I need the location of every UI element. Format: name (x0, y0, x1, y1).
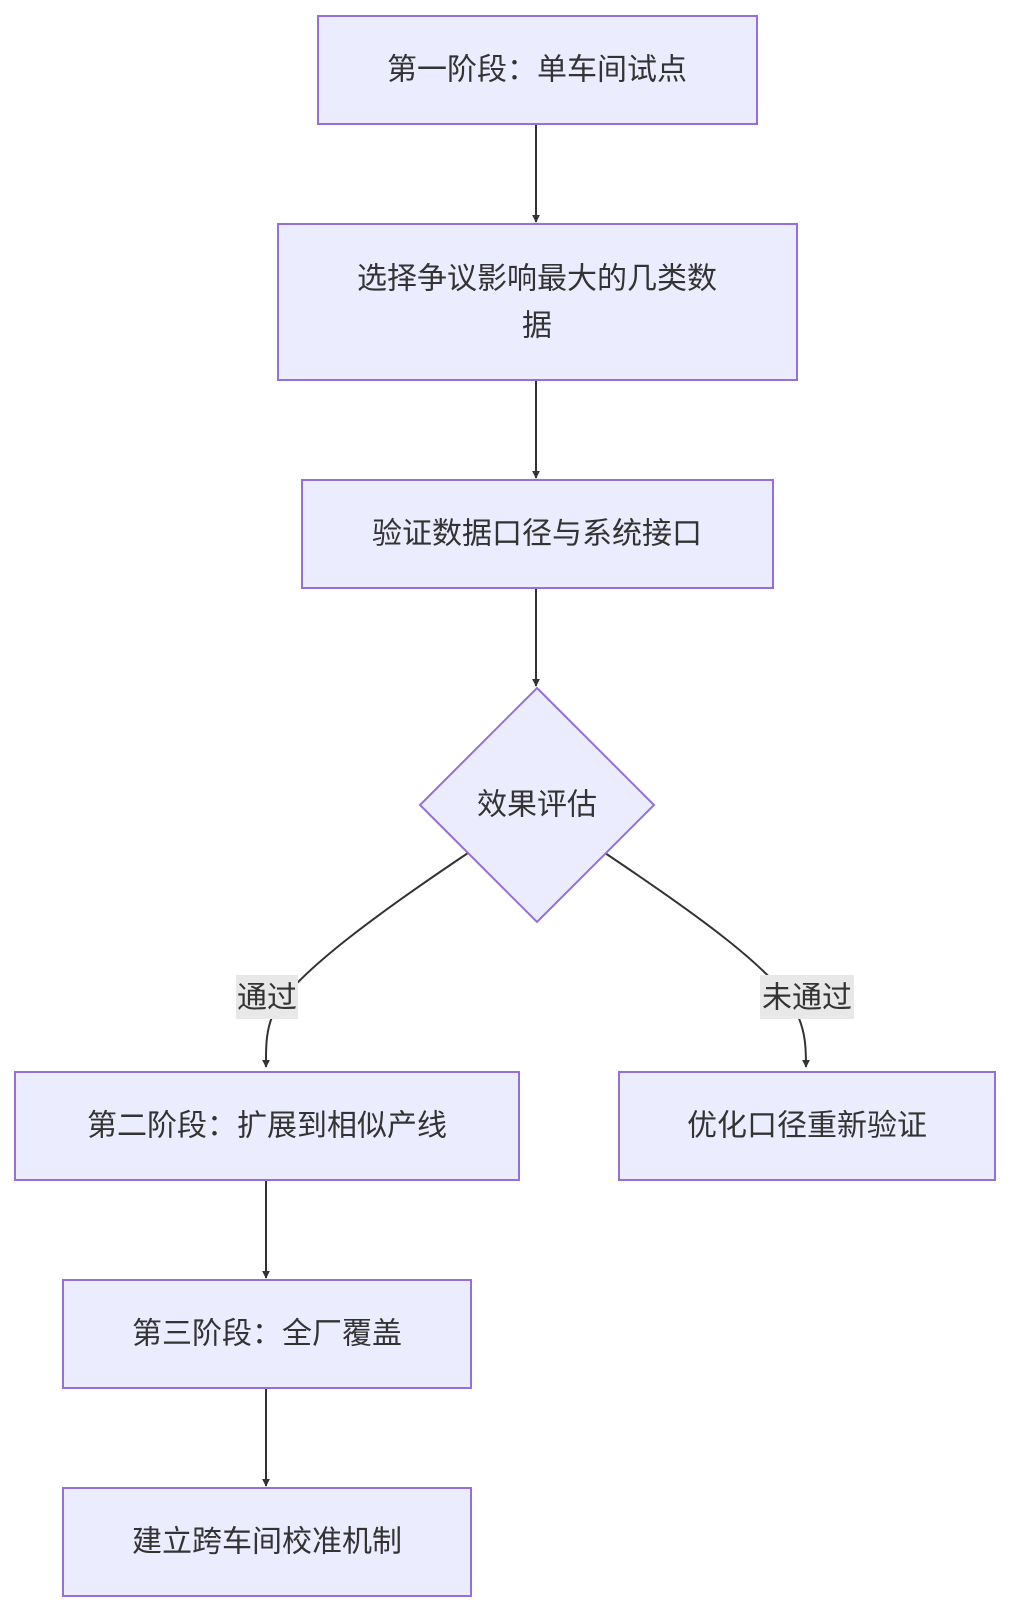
node-optimize-box (618, 1071, 996, 1181)
node-select-data-label-line1: 选择争议影响最大的几类数 (357, 262, 717, 297)
edge-evaluate-to-optimize (604, 852, 810, 1068)
node-select-data-label-line2: 据 (522, 309, 552, 344)
node-evaluate-diamond (418, 686, 656, 924)
node-stage3: 第三阶段：全厂覆盖 (62, 1279, 472, 1389)
node-stage1: 第一阶段：单车间试点 (317, 15, 758, 125)
node-stage2-box (14, 1071, 520, 1181)
node-verify-box (301, 479, 774, 589)
edge-label-fail: 未通过 (760, 975, 854, 1019)
node-calibration: 建立跨车间校准机制 (62, 1487, 472, 1597)
node-optimize-label: 优化口径重新验证 (687, 1109, 927, 1144)
edge-label-fail-text: 未通过 (762, 981, 852, 1016)
edge-label-pass-text: 通过 (237, 981, 297, 1016)
edge-evaluate-to-stage2 (261, 852, 469, 1068)
edge-label-fail-bg (760, 975, 854, 1019)
node-evaluate-label: 效果评估 (477, 788, 597, 823)
node-verify: 验证数据口径与系统接口 (301, 479, 774, 589)
edge-label-pass: 通过 (236, 975, 298, 1019)
node-optimize: 优化口径重新验证 (618, 1071, 996, 1181)
node-calibration-box (62, 1487, 472, 1597)
node-select-data-box (277, 223, 798, 381)
node-calibration-label: 建立跨车间校准机制 (132, 1525, 402, 1560)
edge-label-pass-bg (236, 975, 298, 1019)
node-stage3-box (62, 1279, 472, 1389)
node-evaluate: 效果评估 (418, 686, 656, 924)
node-stage2: 第二阶段：扩展到相似产线 (14, 1071, 520, 1181)
node-stage1-label: 第一阶段：单车间试点 (387, 53, 687, 88)
node-verify-label: 验证数据口径与系统接口 (372, 517, 702, 552)
node-stage2-label: 第二阶段：扩展到相似产线 (87, 1109, 447, 1144)
node-stage3-label: 第三阶段：全厂覆盖 (132, 1317, 402, 1352)
node-stage1-box (317, 15, 758, 125)
node-select-data: 选择争议影响最大的几类数 据 (277, 223, 798, 381)
